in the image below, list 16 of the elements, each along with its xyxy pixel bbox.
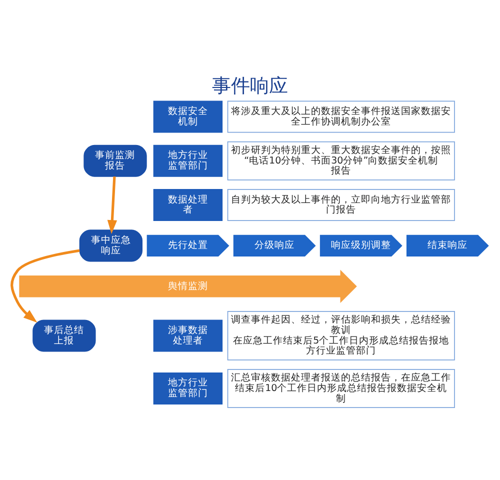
node-box: 事后总结上报: [32, 319, 96, 352]
node-box: 事前监测报告: [84, 144, 147, 176]
node-box: 事中应急响应: [79, 229, 142, 262]
node-box: 数据处理者: [153, 188, 223, 221]
node-box: 汇总审核数据处理者报送的总结报告，在应急工作结束后10个工作日内形成总结报告报数据安全机制: [227, 368, 455, 408]
node-box: 初步研判为特别重大、重大数据安全事件的，按照“电话10分钟、书面30分钟”向数据安全机制报告: [227, 140, 455, 180]
node-box: 调查事件起因、经过，评估影响和损失，总结经验教训 在应急工作结束后5个工作日内形成总结报告报地方行业监管部门: [227, 310, 455, 360]
node-box: 地方行业监管部门: [153, 372, 223, 404]
node-box: 地方行业监管部门: [153, 144, 223, 176]
arrow: [10, 248, 80, 322]
node-box: 自判为较大及以上事件的，立即向地方行业监管部门报告: [227, 188, 455, 221]
arrow: [107, 176, 118, 234]
node-box: 数据安全机制: [153, 100, 223, 132]
node-box: 涉事数据处理者: [153, 319, 223, 352]
diagram-title: 事件响应: [212, 74, 288, 97]
node-box: 将涉及重大及以上的数据安全事件报送国家数据安全工作协调机制办公室: [227, 100, 455, 132]
